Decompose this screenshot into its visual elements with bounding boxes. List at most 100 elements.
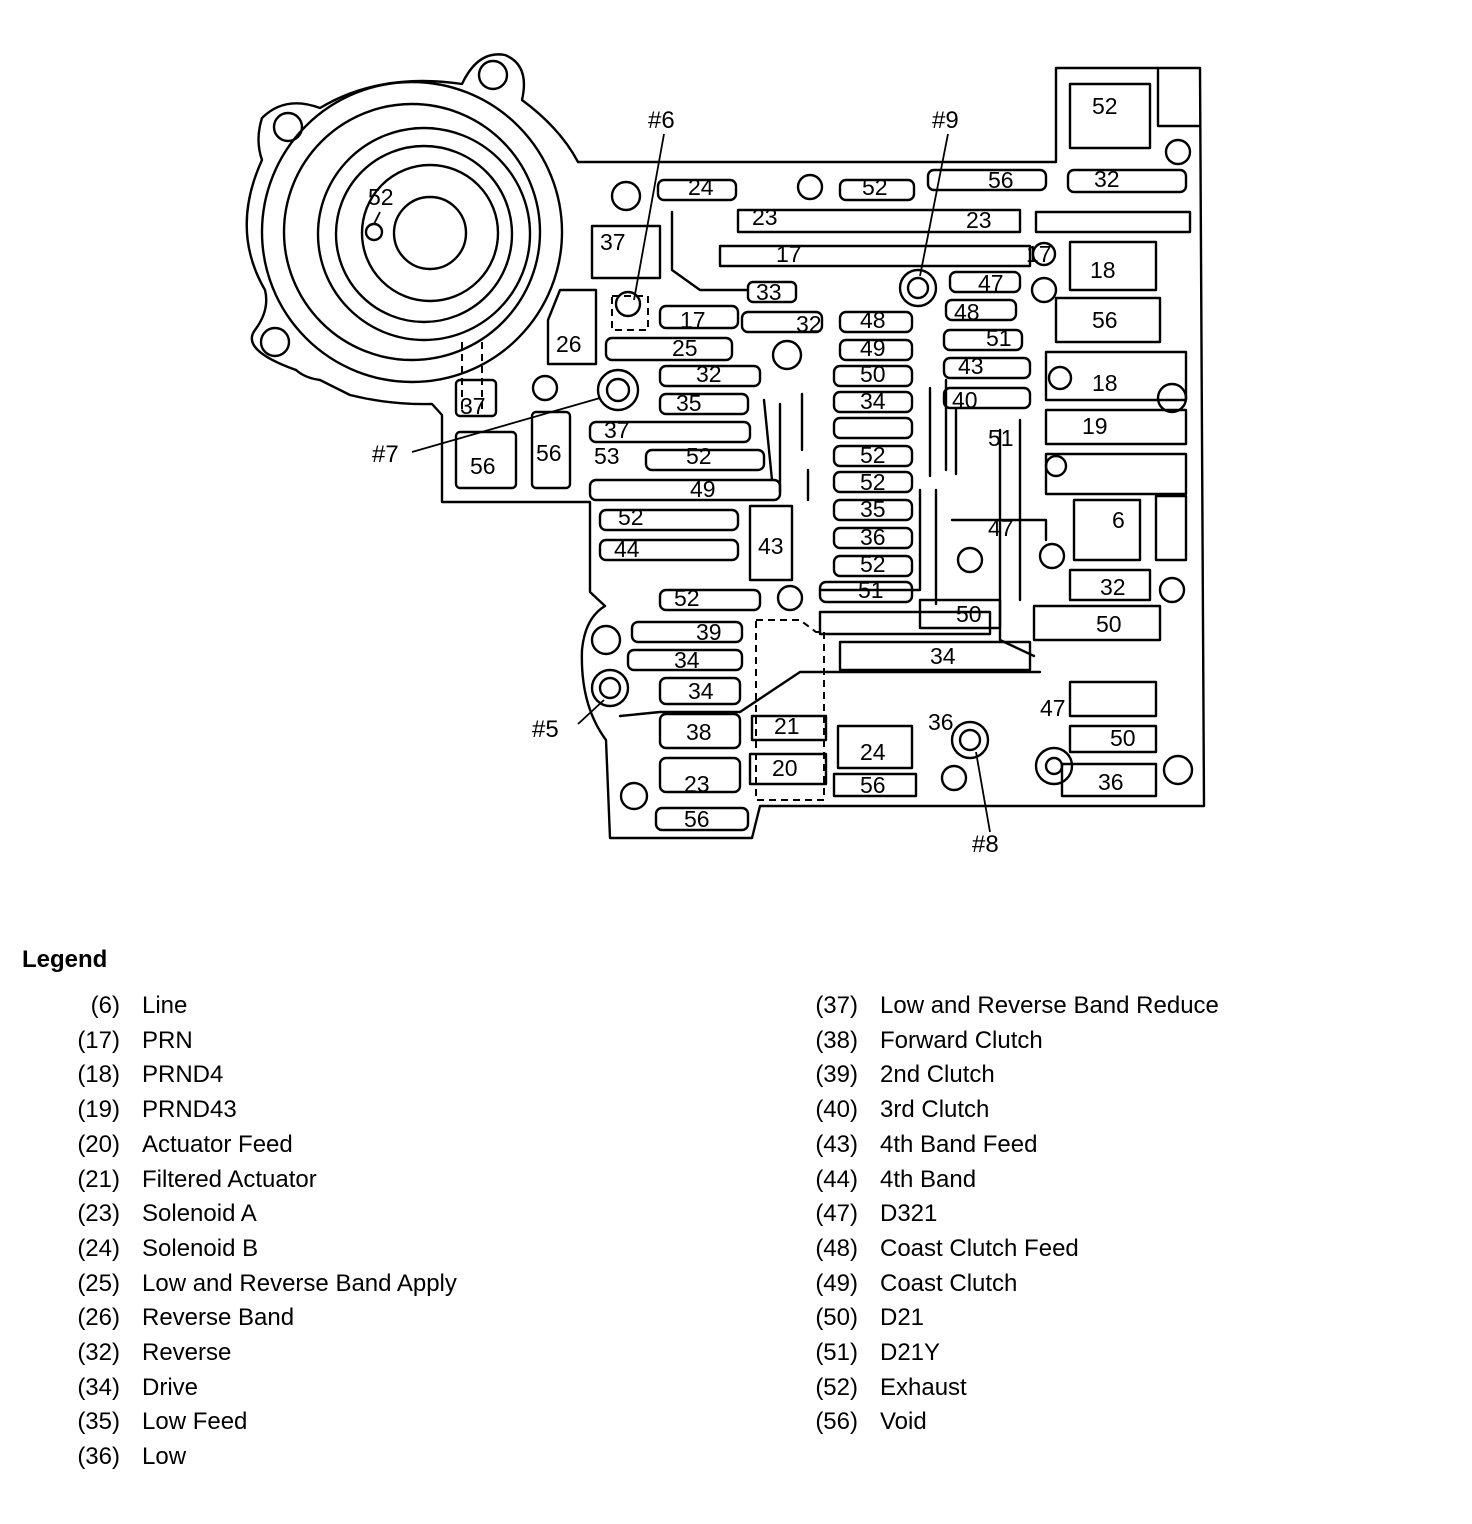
- accumulator-small-bore: [364, 222, 384, 242]
- legend-description: Forward Clutch: [880, 1026, 1043, 1054]
- valve-body-outline: [294, 66, 1206, 840]
- passage-label: 52: [862, 174, 888, 200]
- legend-description: Low Feed: [142, 1408, 248, 1436]
- accumulator-boss-outline: [245, 53, 580, 372]
- legend-code: (21): [77, 1165, 120, 1193]
- legend-code: (6): [90, 992, 120, 1019]
- legend-code: (24): [77, 1234, 120, 1262]
- passage-label: 50: [860, 361, 886, 387]
- passage-label: 35: [676, 390, 702, 416]
- passage-label: 36: [1098, 769, 1124, 795]
- passage-label: 47: [1040, 695, 1066, 721]
- valve-body-diagram: #5 #6 #7 #8 #9 52 52 24 52 56 32 23 23 3…: [245, 53, 1206, 858]
- passage-label: 49: [690, 476, 716, 502]
- passage-label: 33: [756, 279, 782, 305]
- mount-hole: [272, 111, 304, 143]
- legend-code: (50): [815, 1304, 858, 1332]
- legend-code: (51): [815, 1339, 858, 1366]
- legend-code: (38): [815, 1026, 858, 1054]
- legend-code: (26): [77, 1304, 120, 1332]
- svg-text:#6: #6: [648, 107, 675, 134]
- passage-label: 52: [686, 443, 712, 469]
- passage-label: 43: [758, 533, 784, 559]
- passage-label: 56: [1092, 307, 1118, 333]
- legend-code: (56): [815, 1408, 858, 1436]
- passage-label: 38: [686, 719, 712, 745]
- legend-description: Solenoid B: [142, 1234, 259, 1262]
- accumulator-ring: [282, 102, 542, 362]
- passage-label: 36: [860, 524, 886, 550]
- passage-label: 53: [594, 443, 620, 469]
- passage-label: 56: [536, 440, 562, 466]
- passage-label: 47: [988, 515, 1014, 541]
- legend-code: (48): [815, 1234, 858, 1262]
- passage-label: 39: [696, 619, 722, 645]
- svg-text:#9: #9: [932, 107, 959, 134]
- legend-description: PRND43: [142, 1096, 237, 1124]
- legend-description: Actuator Feed: [142, 1130, 293, 1158]
- legend-description: D21: [880, 1304, 925, 1332]
- passage-label: 17: [1026, 241, 1052, 267]
- legend-description: 3rd Clutch: [880, 1096, 990, 1124]
- passage-label: 24: [860, 739, 886, 765]
- legend-description: Reverse Band: [142, 1304, 295, 1332]
- legend-description: 2nd Clutch: [880, 1061, 995, 1089]
- passage-label: 50: [1096, 611, 1122, 637]
- legend-description: Low: [142, 1443, 187, 1471]
- passage-label: 56: [684, 806, 710, 832]
- passage-label: 17: [680, 307, 706, 333]
- legend-code: (25): [77, 1269, 120, 1297]
- passage-label: 48: [954, 299, 980, 325]
- passage-label: 50: [1110, 725, 1136, 751]
- legend-code: (44): [815, 1165, 858, 1193]
- legend-code: (34): [77, 1373, 120, 1401]
- legend-description: 4th Band: [880, 1165, 977, 1193]
- svg-text:#7: #7: [372, 441, 399, 468]
- passage-label: 44: [614, 536, 640, 562]
- legend-code: (20): [77, 1130, 120, 1158]
- fluid-channels: [454, 168, 1192, 832]
- legend-code: (49): [815, 1269, 858, 1297]
- legend-description: Coast Clutch Feed: [880, 1234, 1079, 1262]
- legend-code: (37): [815, 992, 858, 1019]
- passage-label: 47: [978, 270, 1004, 296]
- passage-label: 52: [674, 585, 700, 611]
- legend-description: Void: [880, 1408, 927, 1436]
- passage-label: 34: [674, 647, 700, 673]
- passage-label: 18: [1092, 370, 1118, 396]
- legend-code: (32): [77, 1339, 120, 1366]
- accumulator-center-bore: [392, 195, 468, 271]
- passage-label: 52: [860, 442, 886, 468]
- passage-label: 21: [774, 713, 800, 739]
- passage-label: 34: [930, 643, 956, 669]
- passage-label: 18: [1090, 257, 1116, 283]
- passage-label: 37: [600, 229, 626, 255]
- legend-code: (47): [815, 1200, 858, 1228]
- check-ball-6: #6: [614, 107, 675, 318]
- legend-description: D321: [880, 1200, 938, 1228]
- legend-description: Drive: [142, 1373, 199, 1401]
- passage-label: 32: [796, 311, 822, 337]
- check-ball-9: #9: [898, 107, 959, 308]
- bore-holes: [531, 173, 1194, 811]
- legend-code: (17): [77, 1026, 120, 1054]
- legend-description: D21Y: [880, 1339, 941, 1366]
- passage-labels: 52 52 24 52 56 32 23 23 37 17 17 18 33 4…: [368, 93, 1136, 832]
- mount-hole: [259, 326, 291, 358]
- legend-code: (43): [815, 1130, 858, 1158]
- passage-label: 52: [618, 504, 644, 530]
- legend-code: (52): [815, 1373, 858, 1401]
- legend-code: (40): [815, 1096, 858, 1124]
- legend-description: Exhaust: [880, 1373, 967, 1401]
- mount-hole: [477, 59, 509, 91]
- passage-label: 34: [860, 388, 886, 414]
- accumulator-ring: [260, 80, 564, 384]
- passage-label: 37: [460, 393, 486, 419]
- legend-code: (23): [77, 1200, 120, 1228]
- passage-label: 23: [684, 771, 710, 797]
- passage-label: 52: [860, 551, 886, 577]
- legend-description: Filtered Actuator: [142, 1165, 317, 1193]
- passage-label: 36: [928, 709, 954, 735]
- passage-label: 40: [952, 387, 978, 413]
- passage-label: 32: [696, 361, 722, 387]
